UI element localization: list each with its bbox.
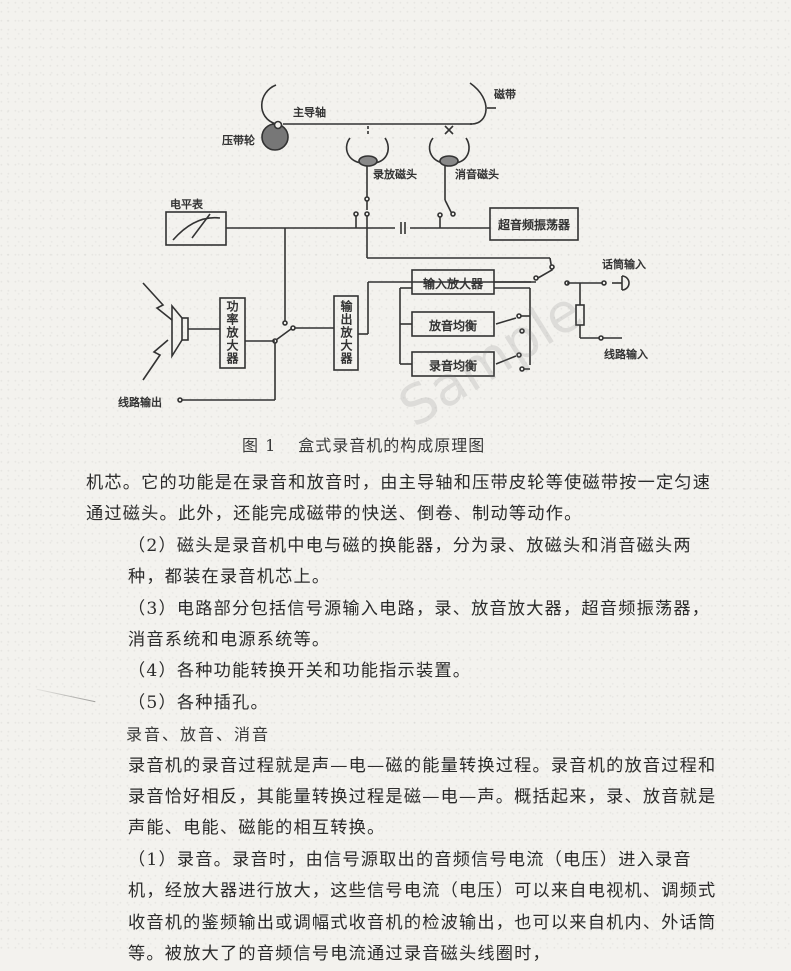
label-line-output: 线路输出 [118,396,162,409]
paragraph: 录音机的录音过程就是声—电—磁的能量转换过程。录音机的放音过程和录音恰好相反，其… [128,755,717,839]
label-rec-play-head: 录放磁头 [373,168,417,181]
playback-eq-box: 放音均衡 [428,319,477,333]
output-amplifier-box: 输出放大器 [339,300,353,365]
label-capstan: 主导轴 [293,106,326,119]
record-eq-box: 录音均衡 [428,359,477,373]
label-erase-head: 消音磁头 [455,168,499,181]
paragraph: （1）录音。录音时，由信号源取出的音频信号电流（电压）进入录音机，经放大器进行放… [128,849,717,965]
label-level-meter: 电平表 [170,198,203,211]
section-subheading: 录音、放音、消音 [126,725,271,745]
figure-number: 图 1 [242,436,277,455]
circuit-diagram-lines [142,82,630,403]
figure-title: 盒式录音机的构成原理图 [298,436,486,455]
paragraph: （5）各种插孔。 [128,692,269,713]
label-pinch-roller: 压带轮 [222,134,255,147]
body-text: 机芯。它的功能是在录音和放音时，由主导轴和压带皮轮等使磁带按一定匀速通过磁头。此… [86,468,726,971]
ultrasonic-oscillator-box: 超音频振荡器 [497,218,570,232]
paragraph: （4）各种功能转换开关和功能指示装置。 [128,661,472,682]
input-amplifier-box: 输入放大器 [422,277,483,291]
paragraph: 机芯。它的功能是在录音和放音时，由主导轴和压带皮轮等使磁带按一定匀速通过磁头。此… [86,473,712,525]
paragraph: （3）电路部分包括信号源输入电路，录、放音放大器，超音频振荡器，消音系统和电源系… [128,598,711,651]
paragraph: （2）磁头是录音机中电与磁的换能器，分为录、放磁头和消音磁头两种，都装在录音机芯… [128,535,692,588]
label-mic-input: 话筒输入 [602,258,646,271]
figure-caption: 图 1 盒式录音机的构成原理图 [242,432,485,456]
label-tape: 磁带 [494,88,516,101]
power-amplifier-box: 功率放大器 [225,300,239,365]
label-line-input: 线路输入 [604,348,648,361]
block-diagram: 磁带 主导轴 压带轮 录放磁头 消音磁头 电平表 超音频振荡器 话筒输入 线路输… [0,0,791,430]
